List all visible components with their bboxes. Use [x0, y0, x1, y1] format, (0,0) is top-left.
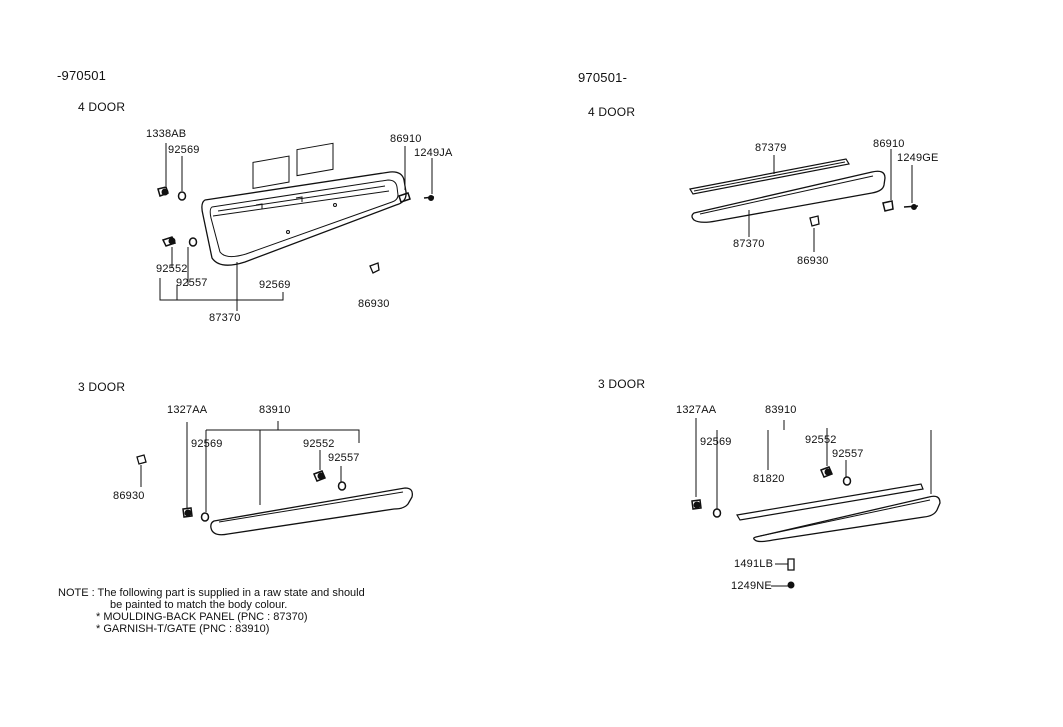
grommet-86930-bl	[136, 454, 147, 465]
part-label-1249GE: 1249GE	[897, 152, 939, 164]
moulding-81820	[736, 483, 924, 521]
grommet-86910-new	[882, 200, 894, 212]
part-label-92552-br: 92552	[805, 434, 837, 446]
leader-lines-bottom-right	[695, 418, 932, 587]
leader-lines-top-right	[748, 149, 913, 252]
section-4door-right: 4 DOOR	[588, 105, 636, 119]
section-3door-right: 3 DOOR	[598, 377, 646, 391]
garnish-tailgate-83910-new	[753, 495, 941, 543]
note-line-3: * MOULDING-BACK PANEL (PNC : 87370)	[96, 611, 308, 623]
part-label-92569: 92569	[168, 144, 200, 156]
part-label-92557: 92557	[176, 277, 208, 289]
clip-92552-br	[820, 466, 833, 478]
part-label-86930-r: 86930	[797, 255, 829, 267]
part-label-1249NE: 1249NE	[731, 580, 772, 592]
garnish-tailgate-83910-old	[210, 487, 413, 536]
part-label-87379: 87379	[755, 142, 787, 154]
part-label-92552: 92552	[156, 263, 188, 275]
washer-92557-bl	[337, 481, 347, 491]
note-block: NOTE : The following part is supplied in…	[58, 587, 365, 635]
screw-1249NE	[787, 581, 795, 589]
note-line-1: NOTE : The following part is supplied in…	[58, 587, 365, 599]
clip-1338AB	[157, 186, 169, 197]
leader-lines-top-left	[159, 143, 433, 311]
part-label-86930: 86930	[358, 298, 390, 310]
part-label-87370-r: 87370	[733, 238, 765, 250]
clip-92552	[161, 236, 177, 247]
moulding-87370-new	[691, 170, 886, 223]
grommet-86930-new	[809, 215, 820, 227]
section-4door-left: 4 DOOR	[78, 100, 126, 114]
washer-92569-a	[177, 191, 187, 201]
part-label-1327AA: 1327AA	[167, 404, 208, 416]
part-label-92557-br: 92557	[832, 448, 864, 460]
clip-92552-bl	[313, 470, 326, 482]
part-label-92557-bl: 92557	[328, 452, 360, 464]
part-label-1338AB: 1338AB	[146, 128, 187, 140]
part-label-1249JA: 1249JA	[414, 147, 453, 159]
screw-1249JA	[423, 195, 435, 201]
section-3door-left: 3 DOOR	[78, 380, 126, 394]
part-label-87370: 87370	[209, 312, 241, 324]
part-label-1491LB: 1491LB	[734, 558, 774, 570]
leader-lines-bottom-left	[140, 421, 360, 512]
screw-1249GE	[903, 204, 919, 210]
grommet-86930	[369, 262, 380, 274]
part-label-92569-br: 92569	[700, 436, 732, 448]
bolt-1327AA-br	[691, 499, 702, 510]
part-label-86910: 86910	[390, 133, 422, 145]
part-label-92569-b: 92569	[259, 279, 291, 291]
note-line-2: be painted to match the body colour.	[110, 599, 288, 611]
part-label-92552-bl: 92552	[303, 438, 335, 450]
back-panel-moulding-4door-old	[201, 142, 407, 266]
bolt-1327AA	[182, 507, 193, 518]
washer-92557	[188, 237, 198, 247]
washer-92569-bl	[200, 512, 210, 522]
part-label-1327AA-r: 1327AA	[676, 404, 717, 416]
part-label-86910-r: 86910	[873, 138, 905, 150]
note-line-4: * GARNISH-T/GATE (PNC : 83910)	[96, 623, 270, 635]
part-label-92569-bl: 92569	[191, 438, 223, 450]
grommet-86910	[398, 192, 411, 203]
washer-92557-br	[842, 476, 852, 486]
range-header-left: -970501	[57, 68, 107, 83]
moulding-87379	[689, 158, 850, 195]
clip-1491LB	[787, 558, 795, 571]
part-label-83910: 83910	[259, 404, 291, 416]
washer-92569-br	[712, 508, 722, 518]
part-label-83910-r: 83910	[765, 404, 797, 416]
part-label-86930-bl: 86930	[113, 490, 145, 502]
range-header-right: 970501-	[578, 70, 628, 85]
part-label-81820: 81820	[753, 473, 785, 485]
